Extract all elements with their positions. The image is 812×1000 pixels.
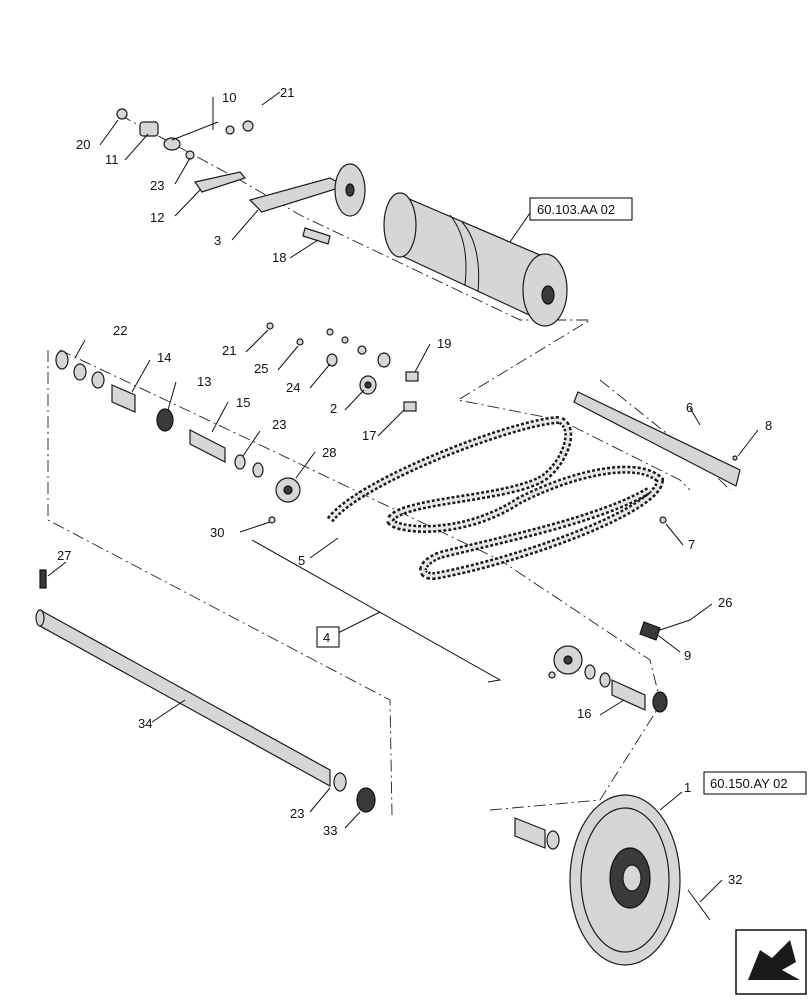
callout-2: 2 bbox=[330, 401, 337, 416]
roller-chain-5 bbox=[326, 415, 665, 580]
callout-7: 7 bbox=[688, 537, 695, 552]
bolt-19 bbox=[405, 371, 419, 382]
pulley-1 bbox=[514, 794, 711, 966]
callout-24: 23 bbox=[272, 417, 286, 432]
upper-arm-assembly bbox=[116, 108, 366, 245]
washer-25 bbox=[185, 150, 195, 160]
callout-5: 5 bbox=[298, 553, 305, 568]
roller-drum bbox=[383, 192, 568, 327]
callout-10: 10 bbox=[222, 90, 236, 105]
callout-6: 6 bbox=[686, 400, 693, 415]
washer-26 bbox=[326, 353, 338, 367]
callout-28: 27 bbox=[57, 548, 71, 563]
callout-13: 13 bbox=[197, 374, 211, 389]
callout-16: 16 bbox=[577, 706, 591, 721]
washer-25a bbox=[163, 137, 181, 151]
callout-27: 25 bbox=[254, 361, 268, 376]
leader-lines bbox=[47, 91, 759, 903]
pin-27 bbox=[296, 338, 304, 346]
small-hardware bbox=[266, 322, 419, 412]
callout-3: 3 bbox=[214, 233, 221, 248]
screw-7 bbox=[659, 516, 667, 524]
key-28 bbox=[39, 569, 47, 589]
left-shaft-parts bbox=[55, 350, 301, 524]
group-bracket-4 bbox=[251, 539, 502, 683]
spring-10 bbox=[171, 121, 219, 141]
callout-12: 12 bbox=[150, 210, 164, 225]
callout-19: 19 bbox=[437, 336, 451, 351]
screw-8 bbox=[732, 455, 738, 461]
callout-21: 21 bbox=[280, 85, 294, 100]
callout-20: 20 bbox=[76, 137, 90, 152]
callout-17: 17 bbox=[362, 428, 376, 443]
nut-21 bbox=[242, 120, 254, 132]
hub-16 bbox=[611, 679, 646, 711]
callout-30: 28 bbox=[322, 445, 336, 460]
bushing-14 bbox=[111, 384, 136, 413]
ring-23 bbox=[55, 350, 69, 370]
callout-22: 21 bbox=[222, 343, 236, 358]
callout-9: 9 bbox=[684, 648, 691, 663]
next-page-arrow-icon[interactable] bbox=[735, 929, 807, 995]
callout-labels: 10 21 20 11 23 12 3 18 22 14 13 15 23 21… bbox=[57, 85, 772, 887]
bearing-33 bbox=[356, 787, 376, 813]
callout-11: 11 bbox=[105, 152, 119, 167]
reference-60-150-ay-02[interactable]: 60.150.AY 02 bbox=[703, 771, 807, 795]
guide-rail-6 bbox=[573, 391, 741, 524]
svg-text:60.150.AY 02: 60.150.AY 02 bbox=[710, 776, 788, 791]
bolt-18 bbox=[302, 227, 331, 245]
callout-15: 15 bbox=[236, 395, 250, 410]
callout-26: 24 bbox=[286, 380, 300, 395]
bolt-17 bbox=[403, 401, 417, 412]
bracket-12 bbox=[193, 171, 247, 193]
callout-34: 34 bbox=[138, 716, 152, 731]
reference-60-103-aa-02[interactable]: 60.103.AA 02 bbox=[529, 197, 633, 221]
callout-31: 30 bbox=[210, 525, 224, 540]
callout-33: 33 bbox=[323, 823, 337, 838]
callout-23b: 23 bbox=[290, 806, 304, 821]
svg-text:4: 4 bbox=[323, 630, 330, 645]
ring-23b bbox=[333, 772, 347, 792]
nut-22 bbox=[266, 322, 274, 330]
callout-29: 26 bbox=[718, 595, 732, 610]
right-shaft-parts bbox=[548, 645, 668, 713]
spacer-11 bbox=[139, 121, 159, 137]
pin-32 bbox=[687, 889, 711, 921]
callout-14: 14 bbox=[157, 350, 171, 365]
screw-31 bbox=[268, 516, 276, 524]
callout-18: 18 bbox=[272, 250, 286, 265]
callout-32: 32 bbox=[728, 872, 742, 887]
callout-25: 23 bbox=[150, 178, 164, 193]
callout-box-4: 4 bbox=[316, 626, 340, 648]
svg-text:60.103.AA 02: 60.103.AA 02 bbox=[537, 202, 615, 217]
shaft-15 bbox=[189, 429, 226, 463]
callout-1: 1 bbox=[684, 780, 691, 795]
shaft-34 bbox=[35, 569, 376, 813]
callout-8: 8 bbox=[765, 418, 772, 433]
nut-20 bbox=[116, 108, 128, 120]
arm-3 bbox=[248, 177, 347, 213]
bearing-13 bbox=[156, 408, 174, 432]
ring-24 bbox=[234, 454, 246, 470]
bearing bbox=[652, 691, 668, 713]
tensioner-9 bbox=[639, 619, 691, 641]
callout-23: 22 bbox=[113, 323, 127, 338]
